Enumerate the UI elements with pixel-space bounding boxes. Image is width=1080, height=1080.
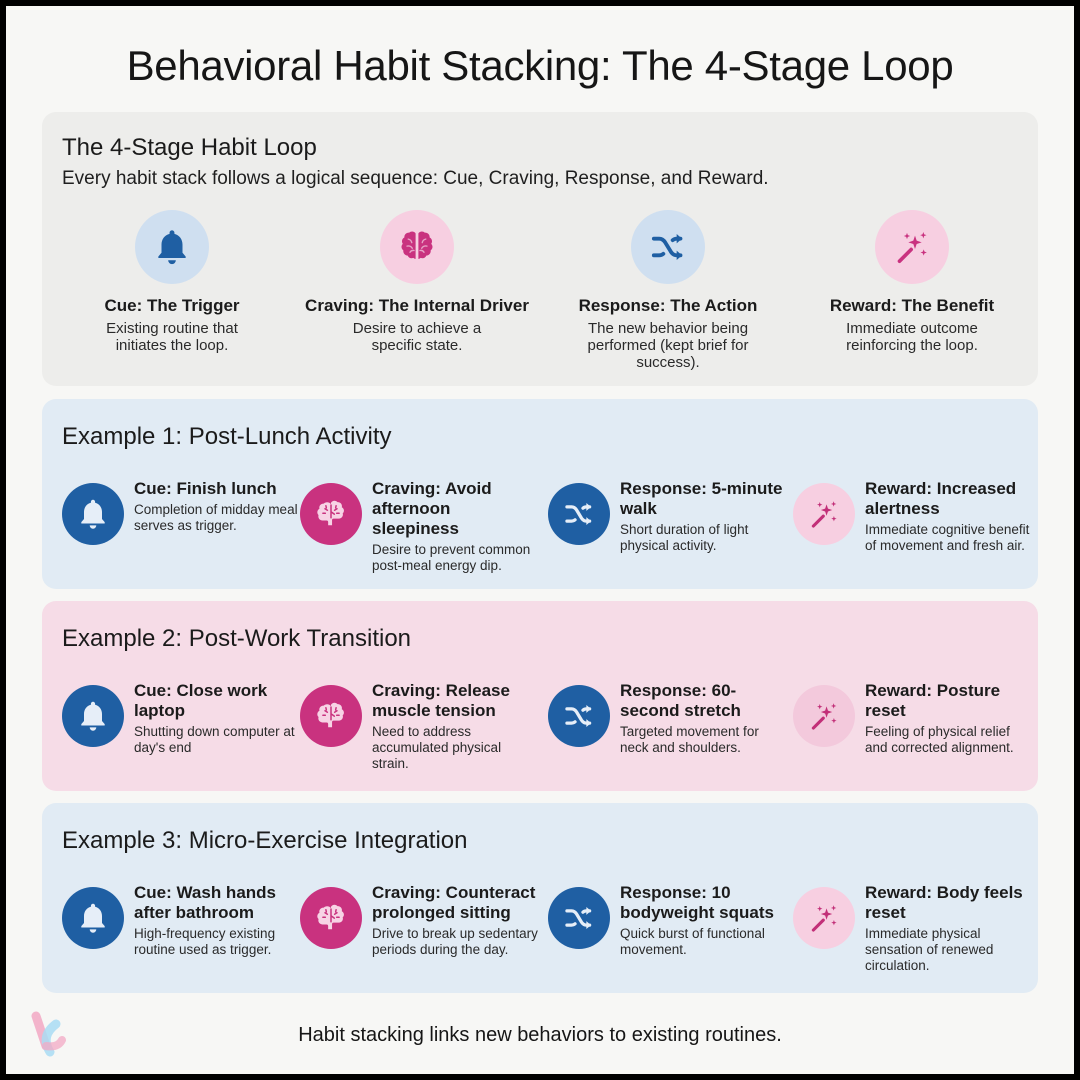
stage-reward: Reward: The Benefit Immediate outcome re… <box>792 210 1032 354</box>
example-reward: Reward: Posture reset Feeling of physica… <box>793 681 1031 781</box>
stage-cue: Cue: The Trigger Existing routine that i… <box>52 210 292 354</box>
example-cue: Cue: Finish lunch Completion of midday m… <box>62 479 300 579</box>
example-1-panel: Example 1: Post-Lunch Activity Cue: Fini… <box>42 399 1038 589</box>
item-desc: High-frequency existing routine used as … <box>134 926 276 957</box>
habit-loop-panel: The 4-Stage Habit Loop Every habit stack… <box>42 112 1038 386</box>
item-title: Craving: Release muscle tension <box>372 681 510 720</box>
example-response: Response: 60-second stretch Targeted mov… <box>548 681 786 781</box>
item-desc: Shutting down computer at day's end <box>134 724 295 755</box>
brain-icon <box>300 483 362 545</box>
item-desc: Desire to prevent common post-meal energ… <box>372 542 531 573</box>
example-response: Response: 10 bodyweight squats Quick bur… <box>548 883 786 983</box>
item-desc: Need to address accumulated physical str… <box>372 724 502 771</box>
bell-icon <box>62 887 124 949</box>
bell-icon <box>135 210 209 284</box>
panel-title: The 4-Stage Habit Loop <box>62 134 317 161</box>
shuffle-icon <box>548 483 610 545</box>
stage-response: Response: The Action The new behavior be… <box>548 210 788 371</box>
example-craving: Craving: Counteract prolonged sitting Dr… <box>300 883 538 983</box>
item-title: Craving: Counteract prolonged sitting <box>372 883 536 922</box>
item-title: Cue: Finish lunch <box>134 479 277 498</box>
infographic-canvas: Behavioral Habit Stacking: The 4-Stage L… <box>6 6 1074 1074</box>
brain-icon <box>300 887 362 949</box>
magic-wand-icon <box>875 210 949 284</box>
stage-title: Reward: The Benefit <box>829 296 995 315</box>
stage-desc: Desire to achieve a specific state. <box>352 320 482 354</box>
panel-title: Example 3: Micro-Exercise Integration <box>62 827 468 854</box>
item-title: Reward: Increased alertness <box>865 479 1017 518</box>
item-desc: Short duration of light physical activit… <box>620 522 749 553</box>
example-craving: Craving: Avoid afternoon sleepiness Desi… <box>300 479 538 579</box>
stage-title: Response: The Action <box>578 296 758 315</box>
item-desc: Feeling of physical relief and corrected… <box>865 724 1014 755</box>
bell-icon <box>62 483 124 545</box>
example-response: Response: 5-minute walk Short duration o… <box>548 479 786 579</box>
item-title: Craving: Avoid afternoon sleepiness <box>372 479 492 538</box>
shuffle-icon <box>548 685 610 747</box>
example-reward: Reward: Body feels reset Immediate physi… <box>793 883 1031 983</box>
item-title: Response: 60-second stretch <box>620 681 741 720</box>
shuffle-icon <box>631 210 705 284</box>
shuffle-icon <box>548 887 610 949</box>
item-title: Cue: Wash hands after bathroom <box>134 883 276 922</box>
item-desc: Targeted movement for neck and shoulders… <box>620 724 759 755</box>
example-cue: Cue: Wash hands after bathroom High-freq… <box>62 883 300 983</box>
stage-craving: Craving: The Internal Driver Desire to a… <box>297 210 537 354</box>
magic-wand-icon <box>793 887 855 949</box>
bell-icon <box>62 685 124 747</box>
brain-icon <box>380 210 454 284</box>
item-desc: Immediate cognitive benefit of movement … <box>865 522 1030 553</box>
item-desc: Completion of midday meal serves as trig… <box>134 502 298 533</box>
stage-desc: Existing routine that initiates the loop… <box>106 320 238 354</box>
stage-desc: Immediate outcome reinforcing the loop. <box>846 320 978 354</box>
panel-title: Example 1: Post-Lunch Activity <box>62 423 392 450</box>
brain-icon <box>300 685 362 747</box>
item-title: Reward: Body feels reset <box>865 883 1023 922</box>
magic-wand-icon <box>793 483 855 545</box>
stage-title: Craving: The Internal Driver <box>305 296 529 315</box>
example-cue: Cue: Close work laptop Shutting down com… <box>62 681 300 781</box>
example-reward: Reward: Increased alertness Immediate co… <box>793 479 1031 579</box>
example-2-panel: Example 2: Post-Work Transition Cue: Clo… <box>42 601 1038 791</box>
item-desc: Drive to break up sedentary periods duri… <box>372 926 538 957</box>
magic-wand-icon <box>793 685 855 747</box>
stage-desc: The new behavior being performed (kept b… <box>587 320 749 371</box>
brand-logo-icon <box>26 1006 76 1066</box>
item-title: Response: 5-minute walk <box>620 479 783 518</box>
panel-title: Example 2: Post-Work Transition <box>62 625 412 652</box>
item-title: Reward: Posture reset <box>865 681 1001 720</box>
item-desc: Quick burst of functional movement. <box>620 926 765 957</box>
stage-title: Cue: The Trigger <box>104 296 240 315</box>
item-desc: Immediate physical sensation of renewed … <box>865 926 994 973</box>
panel-subtitle: Every habit stack follows a logical sequ… <box>62 168 769 189</box>
page-title: Behavioral Habit Stacking: The 4-Stage L… <box>126 42 954 89</box>
example-craving: Craving: Release muscle tension Need to … <box>300 681 538 781</box>
footer-caption: Habit stacking links new behaviors to ex… <box>298 1024 782 1046</box>
item-title: Response: 10 bodyweight squats <box>620 883 774 922</box>
example-3-panel: Example 3: Micro-Exercise Integration Cu… <box>42 803 1038 993</box>
item-title: Cue: Close work laptop <box>134 681 268 720</box>
